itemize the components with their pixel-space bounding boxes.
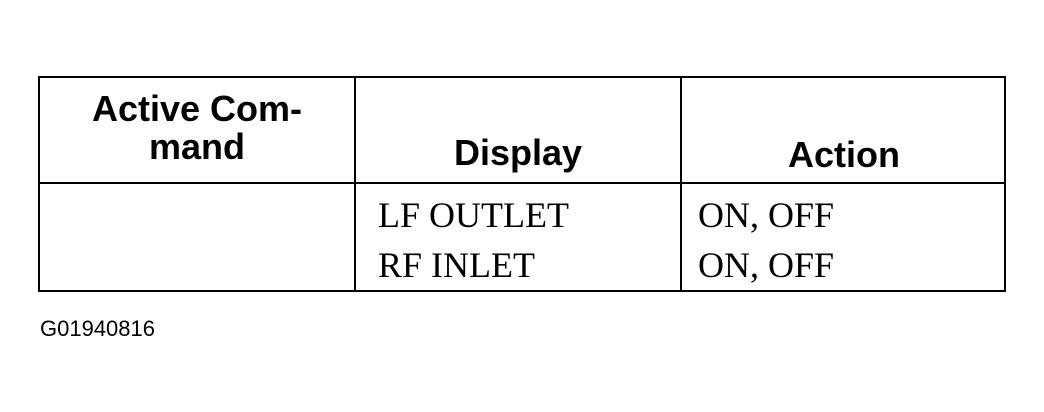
display-column: LF OUTLET RF INLET — [378, 190, 569, 290]
column-divider — [354, 78, 356, 290]
header-active-command: Active Com- mand — [40, 90, 354, 166]
header-active-command-line2: mand — [148, 126, 245, 167]
active-command-table: Active Com- mand Display Action LF OUTLE… — [38, 76, 1006, 292]
header-action: Action — [788, 134, 900, 175]
table-cell-display: LF OUTLET — [378, 195, 569, 235]
table-cell-action: ON, OFF — [698, 195, 835, 235]
table-cell-display: RF INLET — [378, 245, 535, 285]
header-divider — [40, 182, 1004, 184]
header-display: Display — [453, 132, 583, 173]
action-column: ON, OFF ON, OFF — [698, 190, 834, 290]
header-active-command-line1: Active Com- — [91, 88, 303, 129]
table-cell-action: ON, OFF — [698, 245, 835, 285]
column-divider — [680, 78, 682, 290]
figure-code: G01940816 — [40, 316, 155, 341]
